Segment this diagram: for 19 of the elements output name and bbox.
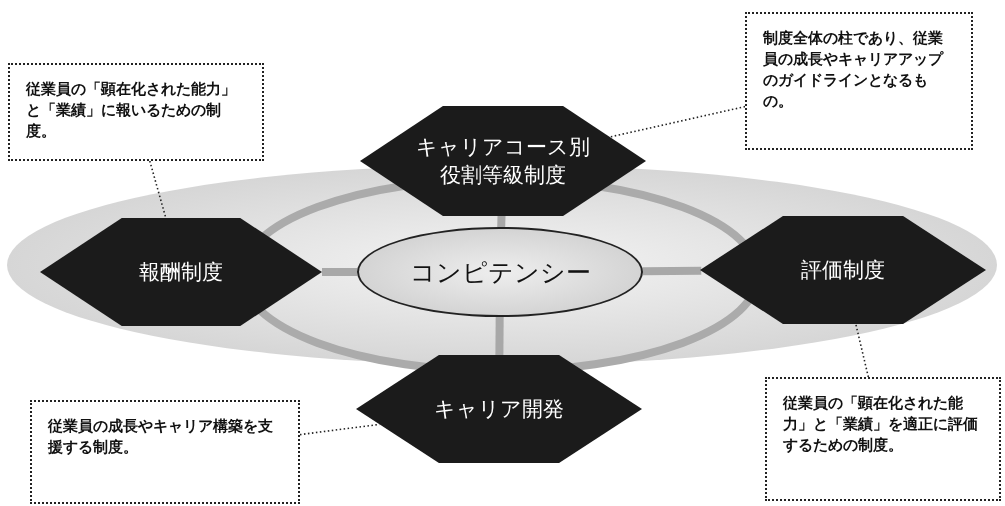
callout-box: 従業員の「顕在化された能力」と「業績」に報いるための制度。 xyxy=(8,63,264,161)
connector-bar xyxy=(495,316,504,356)
hexagon-box xyxy=(356,355,642,463)
leader-line xyxy=(609,105,746,138)
hexagon-box xyxy=(700,216,986,324)
leader-line xyxy=(855,323,870,378)
hexagon-label: キャリア開発 xyxy=(434,396,564,423)
callout-box: 従業員の成長やキャリア構築を支援する制度。 xyxy=(30,400,300,504)
connector-bar xyxy=(322,268,357,276)
callout-box: 従業員の「顕在化された能力」と「業績」を適正に評価するための制度。 xyxy=(765,377,1001,501)
connector-bar xyxy=(497,215,506,228)
hexagon-box xyxy=(40,218,322,326)
leader-line xyxy=(149,160,167,219)
hexagon-label: 評価制度 xyxy=(801,257,885,284)
hexagon-label: キャリアコース別役割等級制度 xyxy=(415,134,591,189)
connector-bar xyxy=(642,266,702,276)
hexagon-label: 報酬制度 xyxy=(139,259,223,286)
hexagon-box xyxy=(360,106,646,216)
callout-box: 制度全体の柱であり、従業員の成長やキャリアアップのガイドラインとなるもの。 xyxy=(745,12,973,150)
